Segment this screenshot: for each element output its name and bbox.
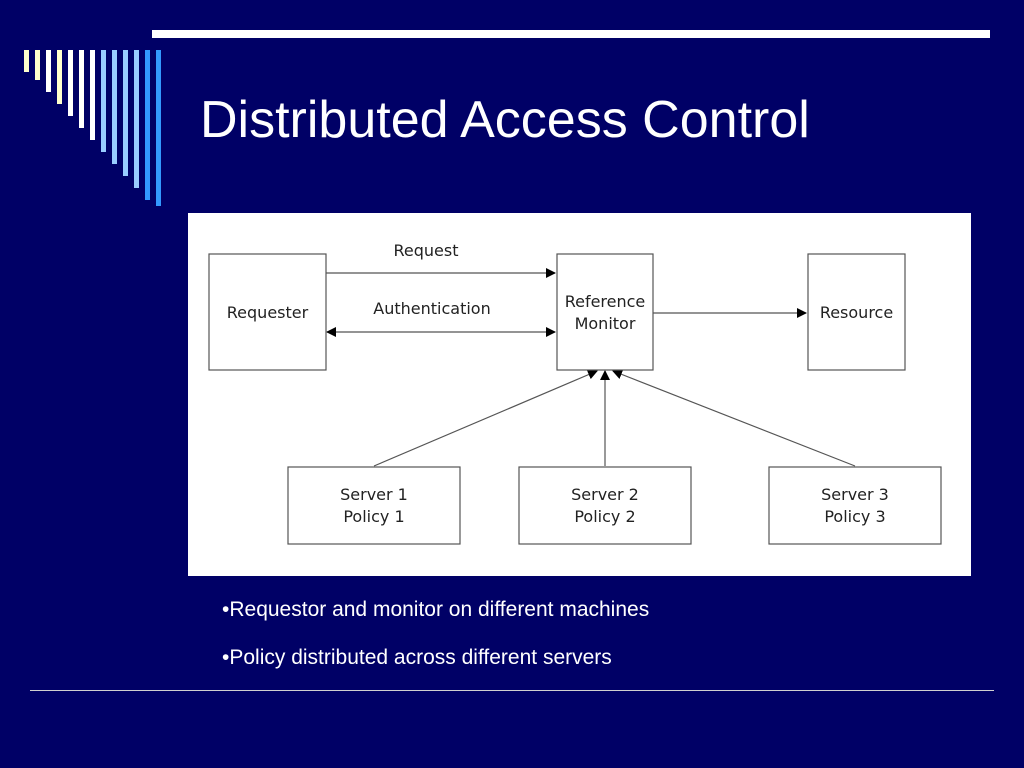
server2-node: Server 2 Policy 2 <box>518 466 692 545</box>
request-label: Request <box>394 241 459 260</box>
bullet-item: •Policy distributed across different ser… <box>222 646 612 669</box>
server2-label-line1: Server 2 <box>571 485 639 504</box>
server2-label-line2: Policy 2 <box>574 507 635 526</box>
server1-node: Server 1 Policy 1 <box>287 466 461 545</box>
decorative-bar <box>145 50 150 200</box>
requester-node: Requester <box>208 253 327 371</box>
decorative-bar <box>24 50 29 72</box>
reference-monitor-label-line2: Monitor <box>575 314 636 333</box>
resource-node: Resource <box>807 253 906 371</box>
decorative-bar <box>79 50 84 128</box>
decorative-bar <box>134 50 139 188</box>
decorative-bars <box>24 50 169 210</box>
decorative-bar <box>101 50 106 152</box>
server3-to-monitor-arrow <box>612 369 856 467</box>
decorative-bar <box>57 50 62 104</box>
top-rule <box>152 30 990 38</box>
decorative-bar <box>35 50 40 80</box>
server3-label-line1: Server 3 <box>821 485 889 504</box>
slide-title: Distributed Access Control <box>200 91 810 149</box>
bottom-rule <box>30 690 994 691</box>
reference-monitor-label-line1: Reference <box>565 292 646 311</box>
server3-node: Server 3 Policy 3 <box>768 466 942 545</box>
bullet-item: •Requestor and monitor on different mach… <box>222 598 650 621</box>
bullet-list: •Requestor and monitor on different mach… <box>222 596 649 692</box>
server1-to-monitor-arrow <box>373 369 598 467</box>
decorative-bar <box>112 50 117 164</box>
resource-label: Resource <box>820 303 893 322</box>
server1-label-line2: Policy 1 <box>343 507 404 526</box>
server1-label-line1: Server 1 <box>340 485 408 504</box>
server3-label-line2: Policy 3 <box>824 507 885 526</box>
decorative-bar <box>156 50 161 206</box>
reference-monitor-node: Reference Monitor <box>556 253 654 371</box>
decorative-bar <box>90 50 95 140</box>
access-control-diagram: Request Authentication Requester Referen… <box>188 213 971 576</box>
diagram-svg: Request Authentication Requester Referen… <box>208 241 942 545</box>
requester-label: Requester <box>227 303 309 322</box>
decorative-bar <box>68 50 73 116</box>
decorative-bar <box>46 50 51 92</box>
authentication-label: Authentication <box>373 299 490 318</box>
decorative-bar <box>123 50 128 176</box>
